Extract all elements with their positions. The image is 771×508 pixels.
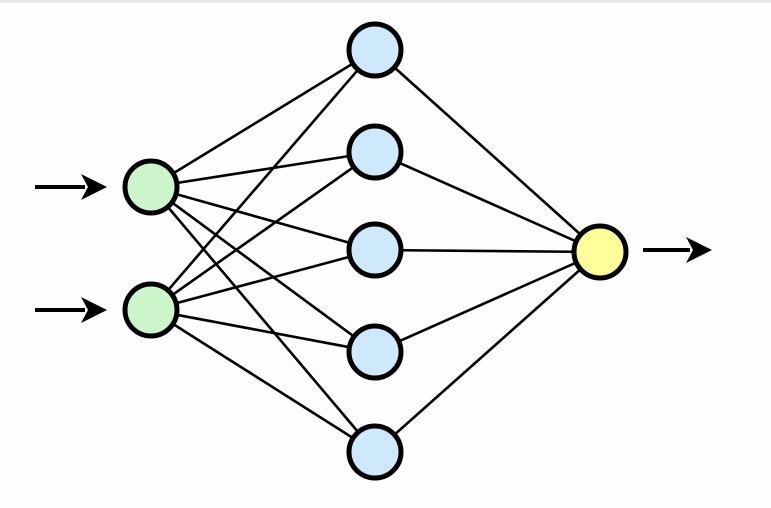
node-i1-input[interactable] bbox=[122, 158, 180, 216]
edge-i2-h4 bbox=[177, 313, 349, 349]
edge-h5-o1 bbox=[394, 269, 581, 435]
input-arrow-top-head bbox=[81, 174, 107, 200]
edge-i1-h1 bbox=[173, 63, 353, 174]
edge-i2-h2 bbox=[172, 166, 354, 296]
output-arrow-head bbox=[686, 237, 712, 263]
edge-i2-h1 bbox=[167, 69, 359, 291]
input-arrow-bottom-head bbox=[81, 297, 107, 323]
node-h1-hidden[interactable] bbox=[346, 21, 404, 79]
node-o1-output[interactable] bbox=[571, 223, 629, 281]
edge-i2-h5 bbox=[173, 323, 353, 439]
edge-h4-o1 bbox=[399, 261, 576, 343]
node-h5-hidden[interactable] bbox=[346, 423, 404, 481]
edge-i1-h2 bbox=[177, 154, 349, 185]
nodes-group bbox=[122, 21, 629, 481]
node-h3-hidden[interactable] bbox=[346, 221, 404, 279]
node-i2-input[interactable] bbox=[122, 281, 180, 339]
top-edge-strip bbox=[0, 0, 771, 3]
edges-group bbox=[167, 63, 581, 439]
arrows-group bbox=[35, 174, 712, 323]
edge-h2-o1 bbox=[399, 161, 576, 243]
node-h2-hidden[interactable] bbox=[346, 123, 404, 181]
edge-h1-o1 bbox=[394, 67, 581, 235]
edge-i1-h3 bbox=[177, 193, 349, 244]
node-h4-hidden[interactable] bbox=[346, 323, 404, 381]
edge-h3-o1 bbox=[402, 248, 573, 254]
edge-i2-h3 bbox=[177, 255, 349, 305]
edge-i1-h5 bbox=[167, 207, 359, 432]
edge-i1-h4 bbox=[172, 202, 354, 337]
